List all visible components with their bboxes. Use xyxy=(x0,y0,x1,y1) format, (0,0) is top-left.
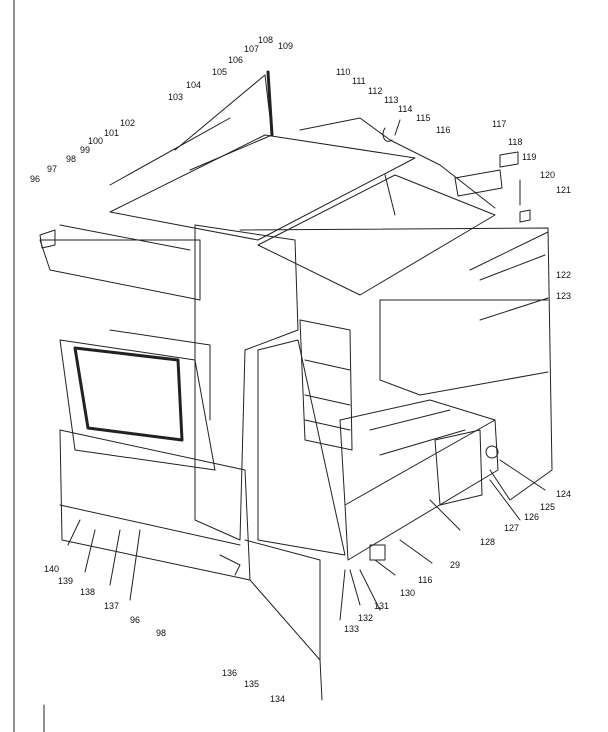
switch-part xyxy=(499,151,519,168)
callout-label: 139 xyxy=(58,576,73,586)
callout-label: 114 xyxy=(398,104,412,114)
callout-label: 126 xyxy=(524,512,539,522)
callout-label: 133 xyxy=(344,624,359,634)
callout-label: 123 xyxy=(556,291,571,301)
control-knob xyxy=(485,445,499,459)
callout-label: 103 xyxy=(168,92,183,102)
callout-label: 113 xyxy=(384,95,398,105)
oven-door xyxy=(59,339,216,471)
cabinet-top-edge xyxy=(469,231,549,271)
callout-label: 131 xyxy=(374,601,389,611)
callout-label: 107 xyxy=(244,44,259,54)
oven-side-wall xyxy=(257,339,346,556)
callout-label: 137 xyxy=(104,601,119,611)
callout-label: 116 xyxy=(436,125,450,135)
cabinet-side-panel xyxy=(239,227,553,501)
callout-label: 134 xyxy=(270,694,285,704)
callout-label: 112 xyxy=(368,86,382,96)
callout-label: 101 xyxy=(104,128,119,138)
lower-side-panel xyxy=(244,539,321,661)
callout-label: 109 xyxy=(278,41,293,51)
oven-frame xyxy=(194,224,299,541)
broiler-drawer-top xyxy=(339,399,496,506)
callout-label: 100 xyxy=(88,136,103,146)
callout-label: 97 xyxy=(47,164,57,174)
callout-label: 138 xyxy=(80,587,95,597)
callout-label: 121 xyxy=(556,185,571,195)
clip-hook xyxy=(382,127,393,142)
drawer-side-bracket xyxy=(434,429,483,506)
callout-label: 102 xyxy=(120,118,135,128)
callout-label: 110 xyxy=(336,67,350,77)
door-inner-panel xyxy=(109,329,211,421)
callout-label: 128 xyxy=(480,537,495,547)
callout-label: 96 xyxy=(30,174,40,184)
callout-label: 130 xyxy=(400,588,415,598)
foot-part xyxy=(369,544,386,561)
lower-side-edge xyxy=(249,579,323,701)
callout-label: 98 xyxy=(156,628,166,638)
drawer-pan-lines xyxy=(369,409,466,456)
leader-lines xyxy=(67,119,549,621)
callout-label: 119 xyxy=(522,152,536,162)
broiler-drawer-front xyxy=(344,419,499,561)
rack-lines xyxy=(304,359,351,431)
callout-label: 104 xyxy=(186,80,201,90)
backguard-panel xyxy=(174,74,273,171)
callout-label: 120 xyxy=(540,170,555,180)
backguard-trim xyxy=(109,117,231,186)
callout-label: 118 xyxy=(508,137,522,147)
backguard-edge xyxy=(266,70,274,137)
callout-label: 127 xyxy=(504,523,519,533)
callout-label: 116 xyxy=(418,575,432,585)
control-rail-top xyxy=(59,224,191,251)
callout-label: 96 xyxy=(130,615,140,625)
cooktop-left-panel xyxy=(109,134,416,241)
control-rail xyxy=(39,239,201,301)
callout-label: 106 xyxy=(228,55,243,65)
bracket-part xyxy=(39,229,56,249)
callout-label: 99 xyxy=(80,145,90,155)
callout-label: 135 xyxy=(244,679,259,689)
callout-label: 29 xyxy=(450,560,460,570)
callout-labels: 96 97 98 99 100 101 102 103 104 105 106 … xyxy=(30,35,571,704)
callout-label: 136 xyxy=(222,668,237,678)
door-window-frame xyxy=(73,346,184,442)
clip-part xyxy=(519,209,531,223)
terminal-block xyxy=(454,169,503,197)
callout-label: 122 xyxy=(556,270,571,280)
cooktop-seam xyxy=(384,174,396,216)
oven-rack-area xyxy=(299,319,353,451)
cabinet-front-line xyxy=(379,299,549,396)
callout-label: 117 xyxy=(492,119,506,129)
callout-label: 105 xyxy=(212,67,227,77)
hinge-part xyxy=(219,554,241,576)
callout-label: 108 xyxy=(258,35,273,45)
callout-label: 115 xyxy=(416,113,430,123)
callout-label: 140 xyxy=(44,564,59,574)
callout-label: 125 xyxy=(540,502,555,512)
callout-label: 132 xyxy=(358,613,373,623)
cooktop-right-panel xyxy=(257,174,496,296)
callout-label: 111 xyxy=(352,76,366,86)
cooktop-back-edge xyxy=(299,117,496,209)
callout-label: 124 xyxy=(556,489,571,499)
kick-rail xyxy=(59,504,241,546)
callout-label: 98 xyxy=(66,154,76,164)
